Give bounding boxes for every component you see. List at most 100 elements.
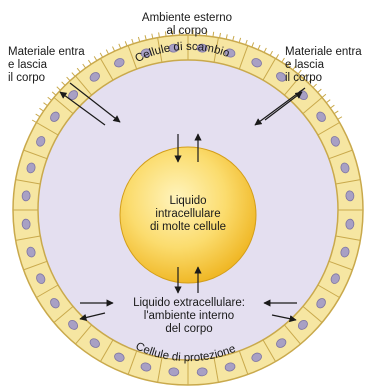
microvillus [225, 34, 228, 40]
cell-divider [36, 284, 59, 298]
cell-nucleus [89, 338, 100, 348]
cell-nucleus [330, 273, 340, 284]
microvillus [131, 38, 134, 44]
exchange-arrows [59, 82, 306, 323]
cell-nucleus [36, 136, 46, 147]
microvillus [307, 78, 313, 84]
cell-nucleus [36, 273, 46, 284]
microvillus [93, 56, 98, 61]
microvillus [257, 44, 261, 50]
cell-nucleus [114, 352, 125, 362]
microvillus [325, 99, 331, 104]
cell-nuclei [21, 43, 355, 377]
cell-nucleus [196, 367, 208, 377]
microvillus [297, 69, 302, 75]
cell-divider [335, 179, 361, 185]
cell-nucleus [114, 58, 125, 68]
cell-nucleus [276, 72, 287, 82]
cell-divider [335, 235, 361, 241]
microvillus [71, 72, 76, 77]
microvillus [124, 41, 128, 47]
cell-nucleus [68, 319, 79, 330]
cell-nucleus [316, 111, 326, 122]
microvillus [317, 88, 322, 93]
microvillus [251, 42, 255, 48]
microvillus [61, 81, 66, 86]
cell-divider [127, 45, 138, 70]
microvillus [51, 91, 57, 96]
microvillus [47, 96, 52, 101]
microvillus [205, 30, 208, 37]
cell-nucleus [345, 190, 355, 202]
microvillus [302, 74, 307, 79]
cell-nucleus [26, 162, 36, 174]
cell-nucleus [340, 162, 350, 174]
cell-divider [328, 149, 353, 160]
microvillus [82, 63, 87, 69]
cell-divider [100, 58, 114, 81]
microvillus [212, 31, 215, 37]
cell-nucleus [224, 48, 236, 58]
microvillus [281, 57, 285, 63]
cell-nucleus [89, 72, 100, 82]
cell-nucleus [330, 136, 340, 147]
microvillus [99, 52, 104, 58]
arrow-left-out [59, 91, 106, 126]
extracellular-fluid-label: Liquido extracellulare: l'ambiente inter… [133, 297, 245, 335]
microvillus [76, 67, 81, 73]
arrow-left-side-out [79, 312, 106, 321]
microvillus [164, 31, 167, 37]
cell-nucleus [345, 218, 355, 230]
microvillus [337, 116, 343, 120]
cell-nucleus [26, 246, 36, 258]
cell-divider [157, 37, 163, 63]
microvillus [333, 110, 339, 115]
microvillus [292, 65, 297, 71]
microvillus [35, 113, 41, 118]
microvillus [245, 39, 248, 45]
cell-divider [213, 37, 219, 63]
microvillus [286, 61, 291, 67]
cell-nucleus [50, 111, 60, 122]
cell-divider [53, 97, 74, 114]
microvillus [263, 47, 267, 53]
microvillus [39, 107, 44, 112]
exchange-cell-microvilli [31, 30, 343, 123]
microvillus [238, 37, 242, 43]
arrow-left-in [69, 82, 121, 123]
cell-divider [238, 350, 249, 375]
cell-nucleus [140, 362, 152, 372]
cell-divider [100, 339, 114, 362]
cell-nucleus [50, 298, 60, 309]
cell-divider [262, 58, 276, 81]
microvillus [56, 86, 61, 91]
cell-divider [53, 306, 74, 323]
microvillus [275, 54, 279, 60]
cell-nucleus [21, 218, 31, 230]
microvillus [31, 119, 37, 123]
cell-nucleus [168, 367, 180, 377]
cell-nucleus [251, 58, 262, 68]
intracellular-fluid-circle [119, 146, 257, 284]
arrow-right-side-out [271, 314, 297, 323]
microvillus [151, 33, 154, 39]
cell-divider [262, 339, 276, 362]
cell-divider [15, 179, 41, 185]
cell-divider [317, 122, 340, 136]
cell-divider [127, 350, 138, 375]
microvillus [232, 35, 235, 41]
cell-divider [328, 260, 353, 271]
cell-divider [284, 75, 301, 96]
external-environment-label: Ambiente esterno al corpo [141, 12, 233, 37]
cell-nucleus [140, 48, 152, 58]
microvillus [312, 83, 317, 88]
cell-nucleus [251, 352, 262, 362]
cell-divider [75, 324, 92, 345]
cell-divider [157, 357, 163, 383]
microvillus [118, 43, 122, 49]
microvillus [330, 104, 335, 109]
cell-divider [23, 260, 48, 271]
cell-nucleus [297, 319, 308, 330]
